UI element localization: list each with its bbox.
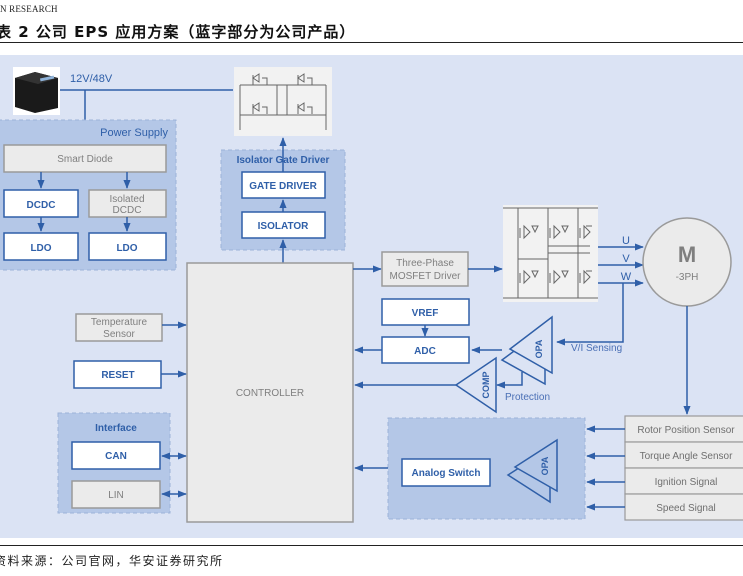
source-note: 资料来源：公司官网，华安证券研究所 bbox=[0, 554, 224, 568]
sensor-box-speed bbox=[624, 493, 743, 521]
gate-driver-label: GATE DRIVER bbox=[249, 181, 317, 192]
analog-switch-label: Analog Switch bbox=[412, 468, 481, 479]
can-box bbox=[71, 441, 161, 470]
three-phase-inverter-icon bbox=[503, 205, 598, 302]
battery-voltage-label: 12V/48V bbox=[70, 73, 113, 85]
lin-label: LIN bbox=[108, 490, 124, 501]
mosfet-driver-label-2: MOSFET Driver bbox=[390, 271, 462, 282]
eps-block-diagram: 12V/48V Power Supply Smart Diode DCDC Is… bbox=[0, 67, 743, 523]
vi-sensing-label: V/I Sensing bbox=[571, 343, 622, 354]
ldo-right-box bbox=[88, 232, 167, 261]
battery-icon bbox=[13, 67, 60, 115]
smart-diode-box bbox=[3, 144, 167, 173]
comp-label: COMP bbox=[481, 372, 491, 399]
vref-label: VREF bbox=[412, 308, 439, 319]
mosfet-driver-label-1: Three-Phase bbox=[396, 258, 454, 269]
sensor-box-torque bbox=[624, 441, 743, 469]
power-supply-label: Power Supply bbox=[100, 127, 168, 139]
phase-u-label: U bbox=[622, 235, 630, 247]
temperature-sensor-box bbox=[75, 313, 163, 342]
isolated-dcdc-label-1: Isolated bbox=[109, 194, 144, 205]
motor-sub-label: -3PH bbox=[676, 272, 699, 283]
temperature-sensor-label-2: Sensor bbox=[103, 329, 135, 340]
isolator-box bbox=[241, 211, 326, 239]
opa-sensing-label: OPA bbox=[534, 339, 544, 358]
vref-box bbox=[381, 298, 470, 326]
reset-box bbox=[73, 360, 162, 389]
sensor-label-ignition: Ignition Signal bbox=[655, 477, 718, 488]
figure-title: 表 2 公司 EPS 应用方案（蓝字部分为公司产品） bbox=[0, 23, 356, 41]
reset-label: RESET bbox=[101, 370, 134, 381]
sensor-label-torque: Torque Angle Sensor bbox=[640, 451, 734, 462]
dcdc-label: DCDC bbox=[27, 200, 56, 211]
sensor-label-rotor: Rotor Position Sensor bbox=[637, 425, 735, 436]
controller-label: CONTROLLER bbox=[236, 388, 304, 399]
gate-driver-box bbox=[241, 171, 326, 199]
comp-comparator: COMP bbox=[454, 356, 497, 414]
lin-box bbox=[71, 480, 161, 509]
controller-box bbox=[186, 262, 354, 523]
motor-label: M bbox=[678, 242, 696, 267]
isolator-label: ISOLATOR bbox=[258, 221, 310, 232]
phase-w-label: W bbox=[621, 271, 632, 283]
phase-v-label: V bbox=[622, 253, 630, 265]
opa-amplifier-analog: OPA bbox=[506, 438, 558, 504]
opa-amplifier-sensing: OPA bbox=[500, 315, 553, 386]
smart-diode-label: Smart Diode bbox=[57, 154, 113, 165]
diagram-canvas: 12V/48V Power Supply Smart Diode DCDC Is… bbox=[0, 55, 743, 538]
adc-label: ADC bbox=[414, 346, 436, 357]
vi-sensing-line bbox=[556, 283, 624, 346]
temperature-sensor-label-1: Temperature bbox=[91, 317, 148, 328]
analog-switch-box bbox=[401, 458, 491, 487]
source-rule bbox=[0, 545, 743, 546]
interface-label: Interface bbox=[95, 423, 137, 434]
ldo-left-box bbox=[3, 232, 79, 261]
sensor-label-speed: Speed Signal bbox=[656, 503, 716, 514]
h-bridge-icon bbox=[234, 67, 332, 136]
title-rule bbox=[0, 42, 743, 43]
opa-analog-label: OPA bbox=[540, 456, 550, 475]
org-label: N RESEARCH bbox=[0, 4, 58, 14]
protection-line bbox=[496, 372, 523, 389]
mosfet-driver-box bbox=[381, 251, 469, 287]
sensor-stack: Rotor Position Sensor Torque Angle Senso… bbox=[624, 415, 743, 521]
ldo-right-label: LDO bbox=[116, 243, 137, 254]
can-label: CAN bbox=[105, 451, 127, 462]
ldo-left-label: LDO bbox=[30, 243, 51, 254]
isolated-dcdc-label-2: DCDC bbox=[113, 205, 142, 216]
protection-label: Protection bbox=[505, 392, 550, 403]
